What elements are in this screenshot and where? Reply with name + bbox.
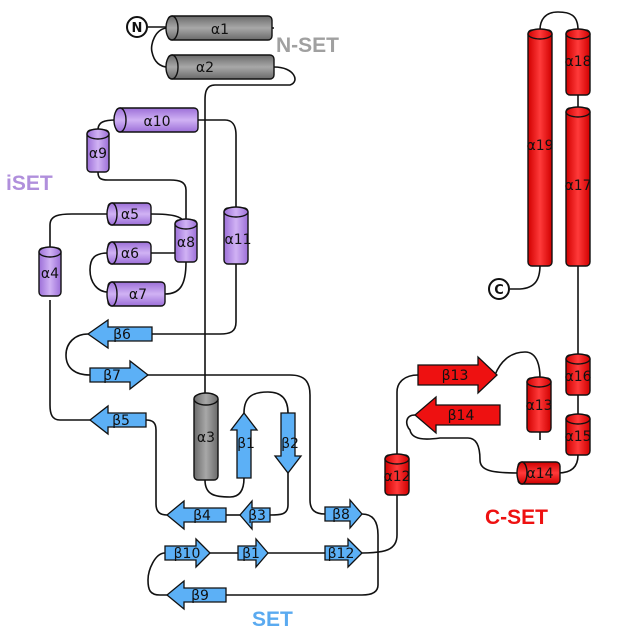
helix-a19: α19: [526, 28, 554, 267]
helix-a8-label: α8: [177, 235, 195, 251]
helix-a2: α2: [165, 54, 275, 80]
strand-b1-prime-label: β1: [242, 546, 260, 562]
n-terminus: N: [126, 16, 148, 38]
section-label-cset: C-SET: [485, 506, 548, 529]
strand-b7-label: β7: [103, 368, 121, 384]
helix-a17: α17: [564, 106, 592, 267]
strand-b9: β9: [165, 579, 227, 611]
strand-b4: β4: [165, 499, 227, 531]
strand-b8-label: β8: [332, 507, 350, 523]
helix-a5-label: α5: [121, 207, 139, 223]
strand-b12: β12: [324, 537, 363, 569]
strand-b3: β3: [239, 499, 271, 531]
helix-a10-label: α10: [143, 114, 170, 130]
helix-a7: α7: [106, 281, 166, 307]
strand-b10: β10: [164, 537, 211, 569]
helix-a10: α10: [113, 107, 199, 133]
helix-a5: α5: [106, 202, 152, 226]
c-terminus-label: C: [494, 283, 504, 298]
strand-b9-label: β9: [191, 588, 209, 604]
strand-b6-label: β6: [113, 327, 131, 343]
strand-b12-label: β12: [328, 546, 355, 562]
helix-a13: α13: [525, 376, 553, 433]
strands: β6 β7 β5 β1 β2 β4 β3: [86, 318, 501, 611]
strand-b4-label: β4: [193, 508, 211, 524]
helix-a1: α1: [165, 15, 273, 41]
strand-b1-label: β1: [237, 436, 255, 452]
section-label-iset: iSET: [6, 172, 53, 195]
strand-b7: β7: [89, 359, 150, 391]
strand-b13-label: β13: [442, 368, 469, 384]
helix-a4: α4: [38, 246, 62, 297]
helix-a4-label: α4: [41, 266, 59, 282]
helix-a18-label: α18: [564, 54, 591, 70]
helix-a15-label: α15: [564, 429, 591, 445]
helix-a3: α3: [193, 392, 219, 481]
helix-a6: α6: [106, 241, 152, 265]
helix-a16-label: α16: [564, 369, 591, 385]
helix-a1-label: α1: [211, 22, 229, 38]
n-terminus-label: N: [132, 21, 143, 36]
helix-a9-label: α9: [89, 146, 107, 162]
helix-a17-label: α17: [564, 178, 591, 194]
helix-a14: α14: [516, 461, 561, 485]
helix-a19-label: α19: [526, 138, 553, 154]
helices: α1 α2 α3 α10 α9 α5: [38, 15, 592, 496]
strand-b5: β5: [88, 404, 147, 436]
strand-b2-label: β2: [281, 436, 299, 452]
strand-b14: β14: [414, 395, 501, 435]
helix-a15: α15: [564, 413, 592, 456]
section-label-nset: N-SET: [276, 34, 339, 57]
strand-b10-label: β10: [174, 546, 201, 562]
strand-b14-label: β14: [448, 408, 475, 424]
strand-b1: β1: [229, 411, 259, 479]
strand-b5-label: β5: [112, 413, 130, 429]
helix-a7-label: α7: [129, 287, 147, 303]
helix-a2-label: α2: [196, 60, 214, 76]
strand-b13: β13: [417, 355, 498, 395]
helix-a12: α12: [383, 453, 411, 496]
helix-a9: α9: [86, 128, 110, 173]
strand-b2: β2: [273, 412, 303, 475]
strand-b3-label: β3: [248, 508, 266, 524]
strand-b8: β8: [324, 498, 363, 530]
helix-a16: α16: [564, 353, 592, 396]
strand-b1-prime: β1: [237, 537, 269, 569]
helix-a8: α8: [174, 218, 198, 263]
helix-a3-label: α3: [197, 430, 215, 446]
helix-a6-label: α6: [121, 246, 139, 262]
helix-a11-label: α11: [224, 232, 251, 248]
helix-a12-label: α12: [383, 469, 410, 485]
helix-a14-label: α14: [526, 466, 553, 482]
strand-b6: β6: [86, 318, 153, 350]
section-label-set: SET: [252, 608, 293, 631]
helix-a18: α18: [564, 28, 592, 96]
helix-a13-label: α13: [525, 398, 552, 414]
c-terminus: C: [488, 278, 510, 300]
helix-a11: α11: [223, 206, 252, 265]
